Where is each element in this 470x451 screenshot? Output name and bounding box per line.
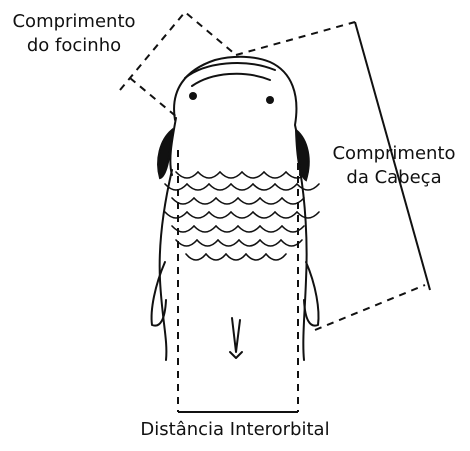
pelvic-fin bbox=[232, 318, 240, 352]
scale bbox=[239, 240, 260, 246]
scale bbox=[260, 240, 281, 246]
scale bbox=[297, 212, 319, 218]
scale bbox=[216, 198, 238, 204]
scale bbox=[231, 212, 253, 218]
scales bbox=[165, 172, 319, 260]
scale bbox=[242, 172, 264, 178]
body-left-side bbox=[160, 170, 172, 360]
scale bbox=[238, 226, 260, 232]
scale bbox=[220, 172, 242, 178]
scale bbox=[165, 212, 187, 218]
snout-cap bbox=[185, 63, 275, 78]
eye-left bbox=[189, 92, 197, 100]
scale bbox=[194, 198, 216, 204]
gill-cover-left bbox=[158, 130, 172, 178]
snout-cap-inner bbox=[192, 74, 270, 86]
scale bbox=[176, 172, 198, 178]
scale bbox=[253, 184, 275, 190]
scale bbox=[253, 212, 275, 218]
scale bbox=[246, 254, 266, 260]
scale bbox=[231, 184, 253, 190]
scale bbox=[218, 240, 239, 246]
scale bbox=[226, 254, 246, 260]
scale bbox=[187, 212, 209, 218]
scale bbox=[206, 254, 226, 260]
head-length-label-line2: da Cabeça bbox=[324, 166, 464, 190]
scale bbox=[172, 226, 194, 232]
head-length-label-line1: Comprimento bbox=[324, 142, 464, 166]
scale bbox=[198, 172, 220, 178]
eye-right bbox=[266, 96, 274, 104]
scale bbox=[186, 254, 206, 260]
scale bbox=[266, 254, 286, 260]
scale bbox=[187, 184, 209, 190]
scale bbox=[238, 198, 260, 204]
scale bbox=[282, 226, 304, 232]
scale bbox=[216, 226, 238, 232]
head-length-dashed bbox=[315, 285, 425, 330]
interorbital-label-text: Distância Interorbital bbox=[140, 419, 329, 440]
scale bbox=[260, 226, 282, 232]
scale bbox=[172, 198, 194, 204]
scale bbox=[209, 212, 231, 218]
snout-length-label-line2: do focinho bbox=[8, 34, 140, 58]
scale bbox=[209, 184, 231, 190]
scale bbox=[194, 226, 216, 232]
snout-length-label-line1: Comprimento bbox=[8, 10, 140, 34]
scale bbox=[297, 184, 319, 190]
scale bbox=[264, 172, 286, 178]
scale bbox=[275, 184, 297, 190]
scale bbox=[176, 240, 197, 246]
scale bbox=[260, 198, 282, 204]
snout-length-label: Comprimento do focinho bbox=[8, 10, 140, 58]
scale bbox=[197, 240, 218, 246]
snout-length-line-b bbox=[130, 78, 178, 118]
head-length-label: Comprimento da Cabeça bbox=[324, 142, 464, 190]
scale bbox=[282, 198, 304, 204]
scale bbox=[275, 212, 297, 218]
head-length-top-dashed bbox=[236, 22, 355, 55]
interorbital-label: Distância Interorbital bbox=[80, 418, 390, 442]
